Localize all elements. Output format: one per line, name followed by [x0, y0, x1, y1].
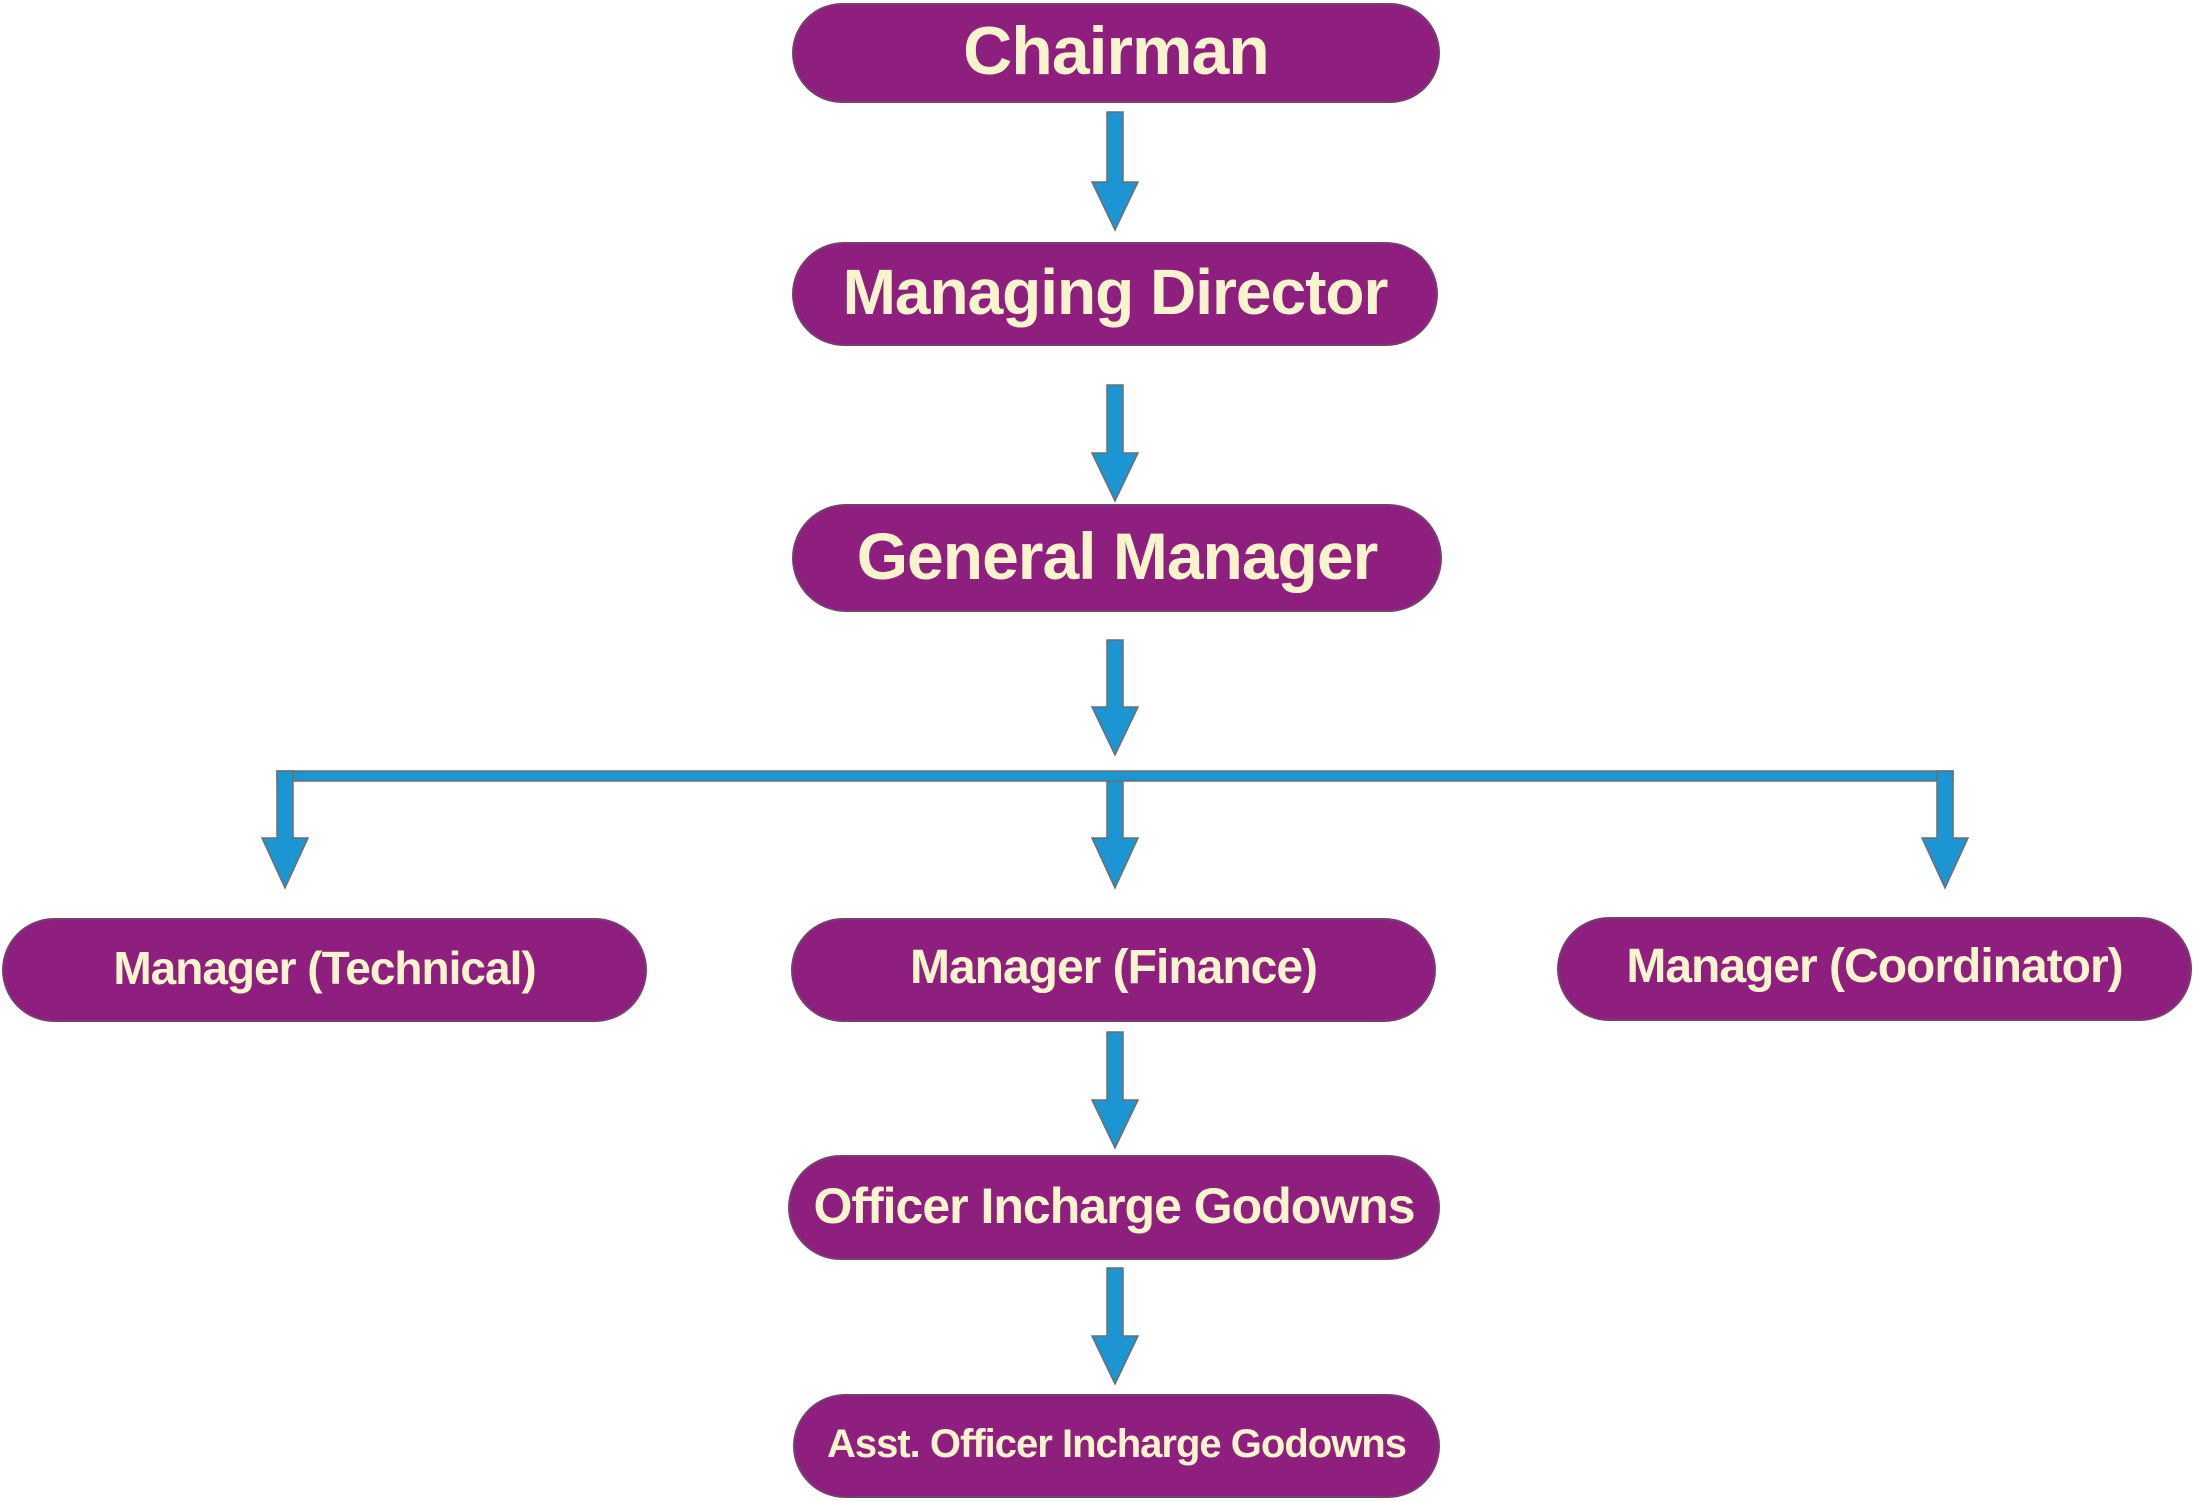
- node-officer-incharge-godowns: Officer Incharge Godowns: [788, 1155, 1440, 1260]
- branch-line: [276, 770, 1954, 782]
- arrow-branch-to-manager-finance: [1090, 780, 1140, 890]
- arrow-officer-incharge-to-asst-officer: [1090, 1267, 1140, 1386]
- node-managing-director: Managing Director: [792, 242, 1438, 346]
- node-manager-coordinator-label: Manager (Coordinator): [1626, 940, 2123, 993]
- node-manager-technical-label: Manager (Technical): [113, 942, 536, 994]
- node-manager-finance: Manager (Finance): [791, 918, 1436, 1022]
- node-general-manager: General Manager: [792, 504, 1442, 612]
- node-officer-incharge-godowns-label: Officer Incharge Godowns: [813, 1177, 1415, 1234]
- arrow-general-manager-to-branch: [1090, 639, 1140, 757]
- node-asst-officer-incharge-godowns-label: Asst. Officer Incharge Godowns: [826, 1422, 1407, 1466]
- arrow-manager-finance-to-officer-incharge: [1090, 1031, 1140, 1150]
- node-managing-director-label: Managing Director: [842, 256, 1389, 328]
- node-manager-finance-label: Manager (Finance): [909, 941, 1318, 994]
- node-asst-officer-incharge-godowns: Asst. Officer Incharge Godowns: [793, 1394, 1440, 1498]
- node-manager-technical: Manager (Technical): [2, 918, 647, 1022]
- node-chairman: Chairman: [792, 3, 1440, 103]
- node-general-manager-label: General Manager: [856, 519, 1379, 593]
- node-manager-coordinator: Manager (Coordinator): [1557, 917, 2192, 1021]
- arrow-managing-director-to-general-manager: [1090, 384, 1140, 503]
- arrow-branch-to-manager-technical: [260, 770, 310, 890]
- arrow-branch-to-manager-coordinator: [1920, 770, 1970, 890]
- node-chairman-label: Chairman: [963, 13, 1270, 89]
- arrow-chairman-to-managing-director: [1090, 111, 1140, 232]
